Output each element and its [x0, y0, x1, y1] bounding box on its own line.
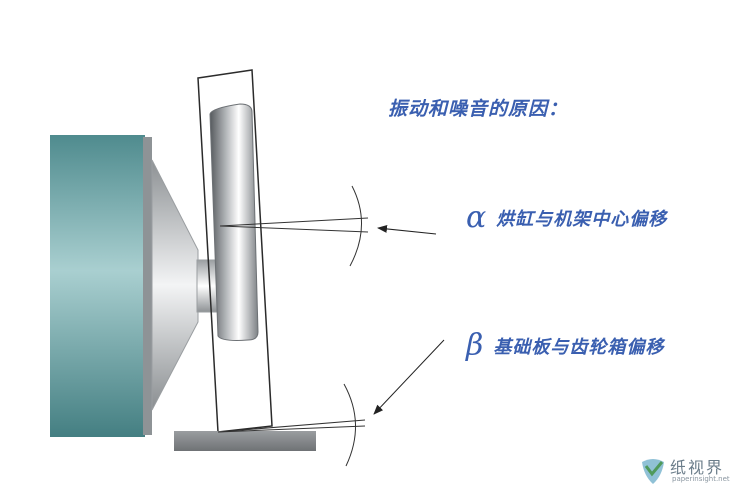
- beta-label: β 基础板与齿轮箱偏移: [466, 328, 664, 363]
- alpha-text: 烘缸与机架中心偏移: [496, 208, 668, 230]
- cylinder-end-cap: [143, 137, 152, 435]
- machine-frame: [197, 69, 273, 433]
- alpha-symbol: α: [466, 200, 487, 235]
- base-plate: [174, 431, 316, 451]
- watermark-logo-icon: [642, 459, 664, 484]
- alpha-arrow: [377, 224, 437, 235]
- beta-arrow: [373, 339, 445, 415]
- diagram-title: 振动和噪音的原因：: [388, 98, 569, 120]
- beta-text: 基础板与齿轮箱偏移: [493, 336, 665, 358]
- beta-line-b: [217, 425, 366, 433]
- bearing-wheel: [209, 103, 259, 341]
- watermark-name: 纸视界: [670, 458, 725, 477]
- alpha-angle-arc: [349, 185, 362, 267]
- beta-line-a: [217, 419, 366, 433]
- beta-symbol: β: [466, 328, 484, 363]
- dryer-cylinder: [50, 135, 145, 437]
- alpha-centerline-a: [219, 217, 369, 227]
- alpha-label: α 烘缸与机架中心偏移: [466, 200, 667, 235]
- cylinder-cone: [151, 159, 199, 411]
- watermark-url: paperinsight.net: [672, 475, 730, 483]
- alpha-centerline-b: [219, 225, 369, 233]
- beta-angle-arc: [343, 383, 356, 467]
- watermark: 纸视界 paperinsight.net: [636, 452, 736, 490]
